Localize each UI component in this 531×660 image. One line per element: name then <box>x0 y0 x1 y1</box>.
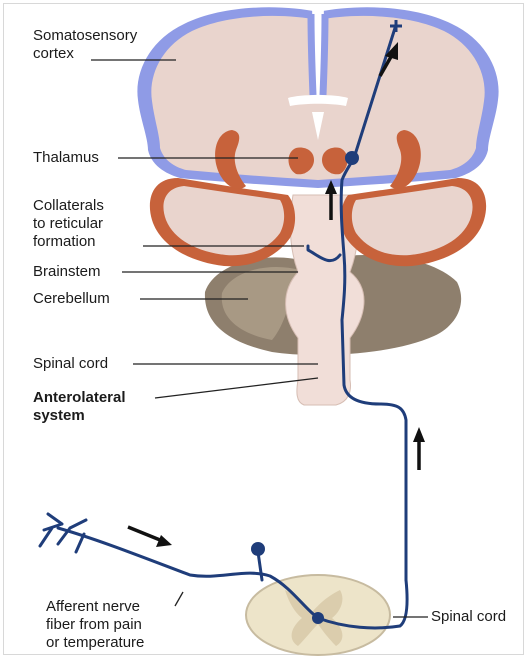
label-line: system <box>33 407 126 425</box>
label-brainstem: Brainstem <box>33 263 101 281</box>
label-line: cortex <box>33 45 137 63</box>
sensory-cell-body <box>251 542 265 556</box>
label-spinal-cord-upper: Spinal cord <box>33 355 108 373</box>
dorsal-horn-synapse <box>312 612 324 624</box>
label-anterolateral-system: Anterolateral system <box>33 389 126 425</box>
label-line: or temperature <box>46 634 144 652</box>
label-collaterals: Collaterals to reticular formation <box>33 197 104 251</box>
label-afferent-fiber: Afferent nerve fiber from pain or temper… <box>46 598 144 652</box>
label-line: fiber from pain <box>46 616 144 634</box>
label-line: formation <box>33 233 104 251</box>
label-line: to reticular <box>33 215 104 233</box>
label-somatosensory-cortex: Somatosensory cortex <box>33 27 137 63</box>
label-thalamus: Thalamus <box>33 149 99 167</box>
label-line: Collaterals <box>33 197 104 215</box>
thalamic-synapse <box>345 151 359 165</box>
label-line: Afferent nerve <box>46 598 144 616</box>
label-cerebellum: Cerebellum <box>33 290 110 308</box>
label-line: Anterolateral <box>33 389 126 407</box>
label-line: Somatosensory <box>33 27 137 45</box>
label-spinal-cord-lower: Spinal cord <box>431 608 506 626</box>
